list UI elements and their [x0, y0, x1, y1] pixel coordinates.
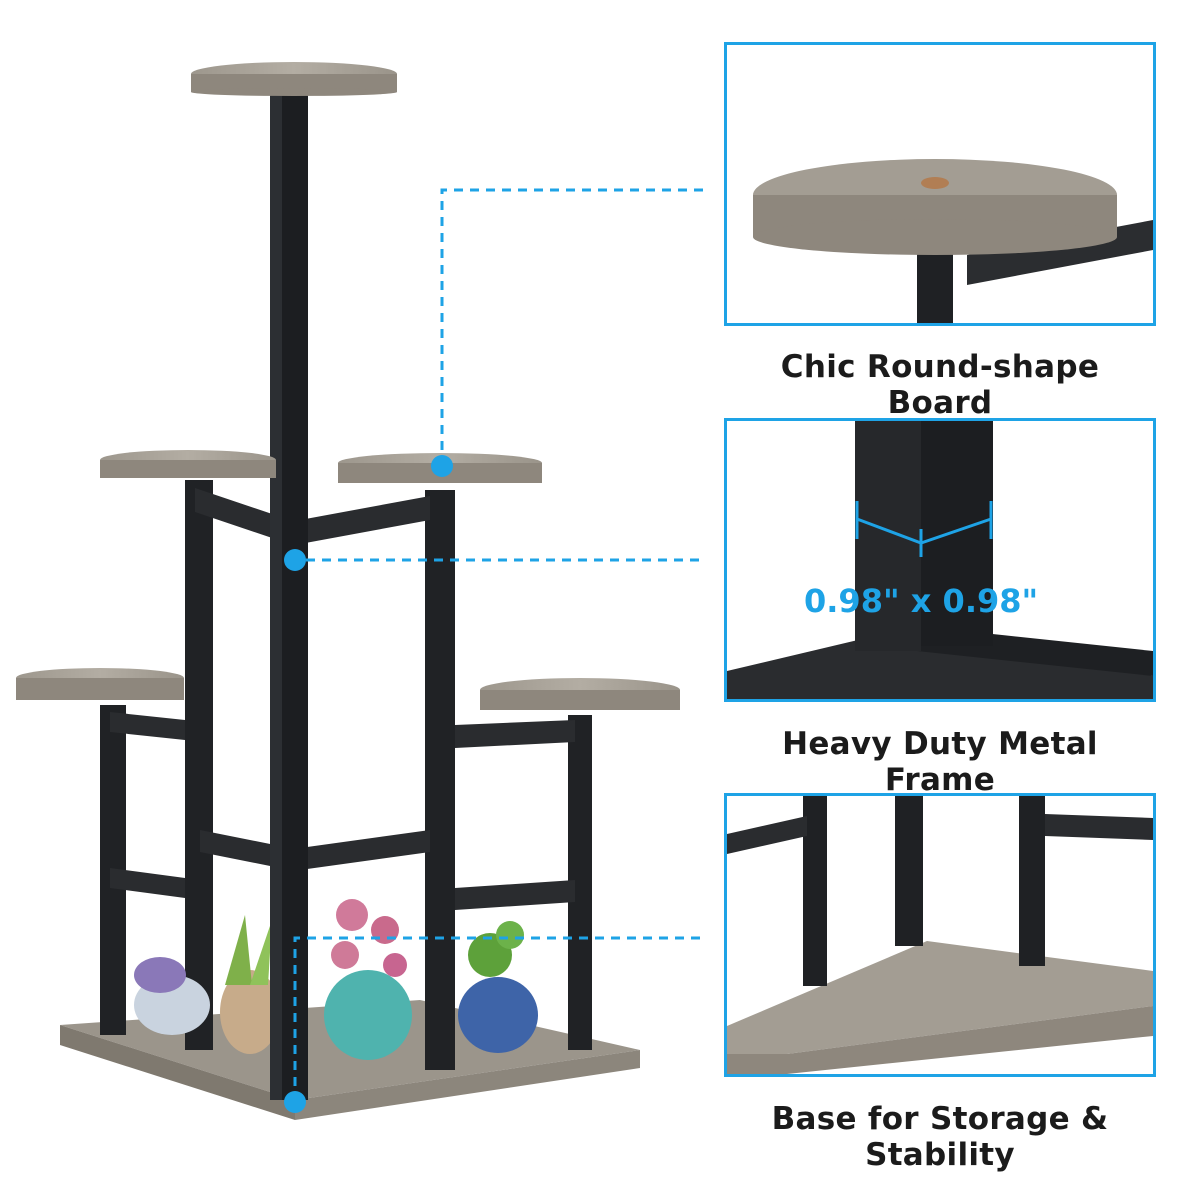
feature-caption-base: Base for Storage & Stability	[771, 1101, 1109, 1173]
left-low-board	[16, 668, 184, 700]
base-board-closeup-icon	[727, 796, 1153, 1074]
feature-panel-base	[724, 793, 1156, 1077]
feature-panel-round-board	[724, 42, 1156, 326]
feature-panel-metal-frame	[724, 418, 1156, 702]
plant-stand-illustration	[16, 62, 680, 1120]
metal-frame-closeup-icon	[727, 421, 1153, 699]
callout-dot-frame	[284, 549, 306, 571]
frame-dimension-label: 0.98" x 0.98"	[804, 582, 1039, 620]
feature-caption-metal-frame: Heavy Duty Metal Frame	[782, 726, 1098, 798]
left-mid-board	[100, 450, 276, 478]
callout-dot-board	[431, 455, 453, 477]
round-board-closeup-icon	[753, 159, 1153, 323]
right-low-board	[480, 678, 680, 710]
callout-dot-base	[284, 1091, 306, 1113]
feature-caption-round-board: Chic Round-shape Board	[780, 349, 1100, 421]
top-round-board	[191, 62, 397, 96]
